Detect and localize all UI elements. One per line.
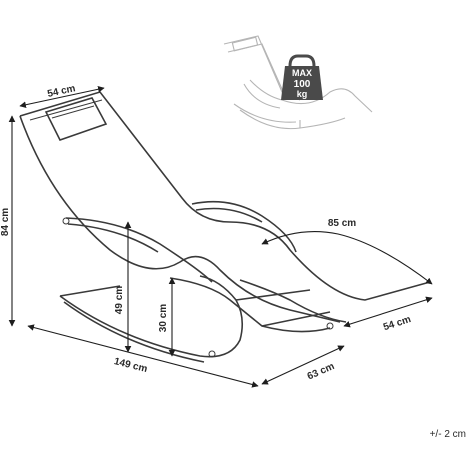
weight-badge-max: MAX — [292, 68, 312, 78]
label-handle-height: 49 cm — [114, 286, 125, 314]
weight-badge-value: 100 — [294, 79, 311, 90]
dimension-lines — [8, 86, 433, 388]
label-curve-length: 85 cm — [328, 218, 356, 229]
label-length-total: 149 cm — [113, 356, 149, 375]
label-seat-height: 30 cm — [158, 304, 169, 332]
dimension-labels: 54 cm 84 cm 149 cm 63 cm 54 cm 85 cm 49 … — [0, 83, 413, 382]
headrest-pillow — [44, 97, 108, 141]
label-height-total: 84 cm — [0, 208, 11, 236]
max-weight-badge: MAX 100 kg — [281, 54, 323, 100]
tolerance-note: +/- 2 cm — [430, 429, 466, 440]
label-depth-base: 63 cm — [306, 361, 336, 383]
label-width-base: 54 cm — [382, 314, 412, 333]
weight-badge-unit: kg — [297, 89, 308, 99]
lounger-drawing — [19, 91, 431, 363]
